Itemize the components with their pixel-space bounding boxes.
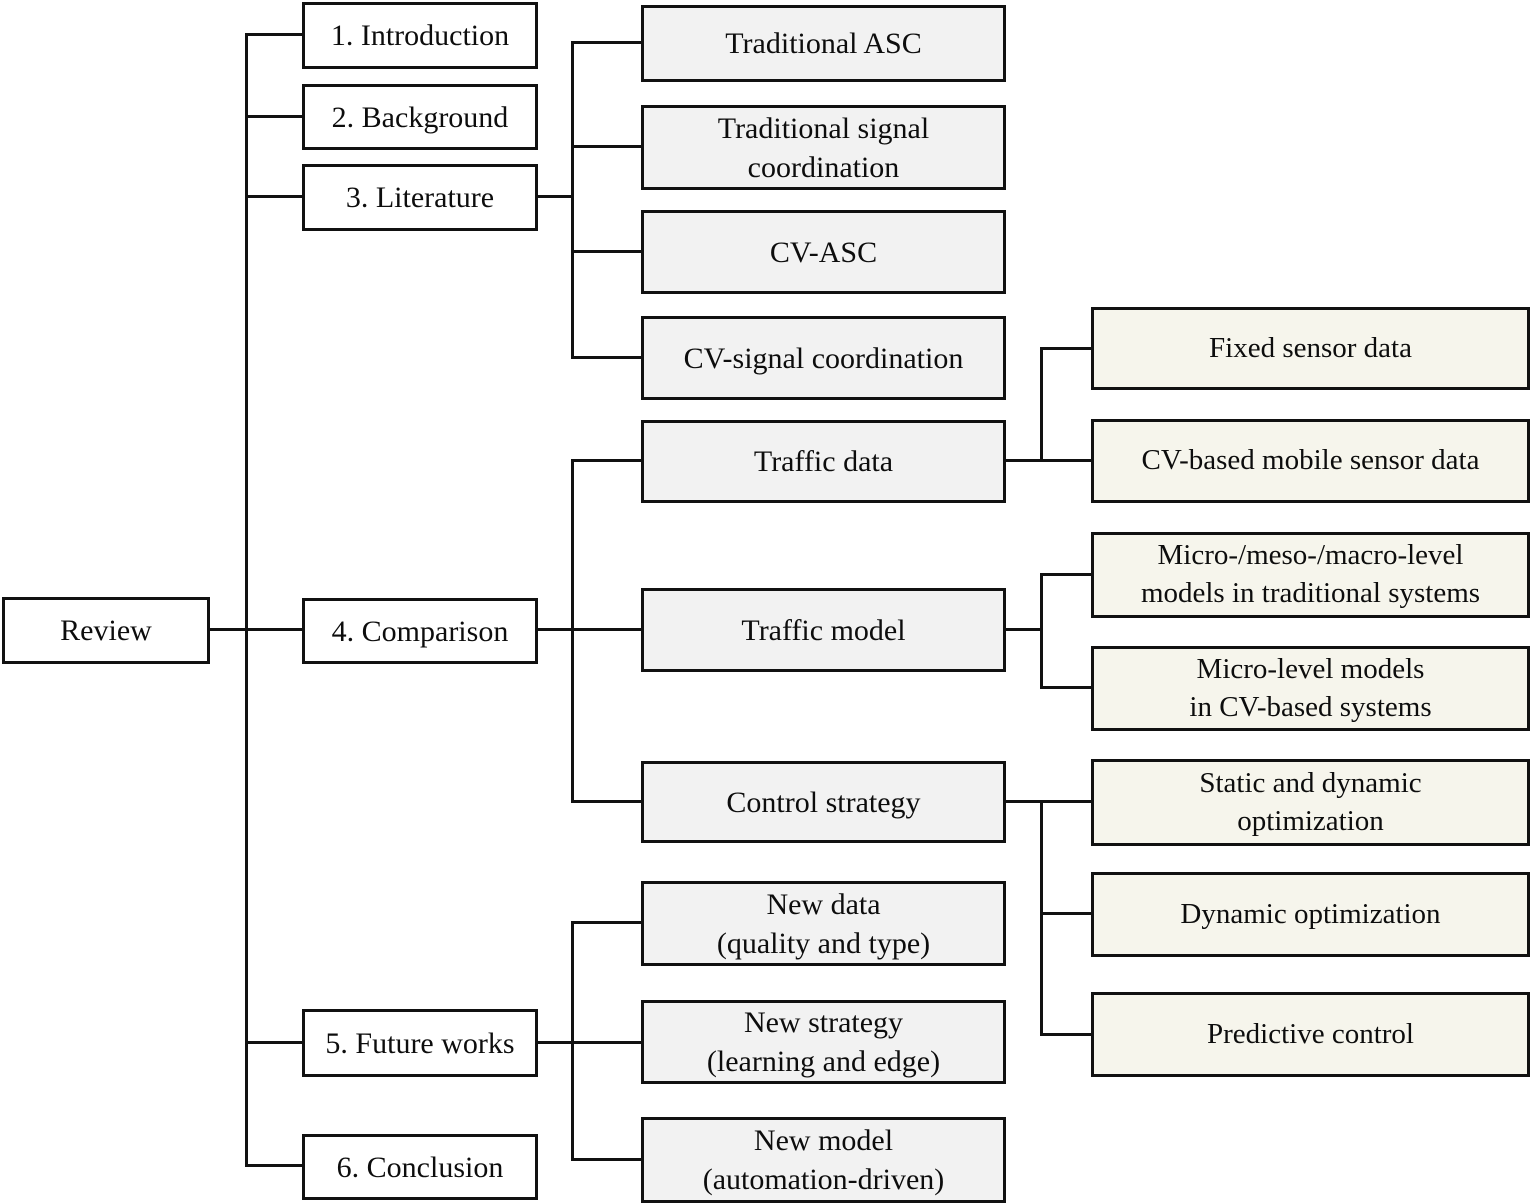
node-dynamic-optimization: Dynamic optimization	[1091, 872, 1530, 957]
connector-review-comparison	[208, 628, 304, 631]
connector-dynamic-optimization	[1040, 912, 1093, 915]
connector-literature-out	[535, 195, 574, 198]
node-static-and-dynamic-optimization: Static and dynamic optimization	[1091, 759, 1530, 846]
connector-traffic-data-out	[1004, 459, 1043, 462]
connector-control-strategy-out	[1004, 800, 1043, 803]
node-review: Review	[2, 597, 210, 664]
node-control-strategy: Control strategy	[641, 761, 1006, 843]
node-new-model: New model (automation-driven)	[641, 1117, 1006, 1203]
connector-comparison-traffic-data	[571, 459, 643, 462]
connector-cv-mobile-sensor	[1040, 459, 1093, 462]
node-traffic-model: Traffic model	[641, 588, 1006, 672]
node-conclusion: 6. Conclusion	[302, 1134, 538, 1200]
connector-literature-trunk	[571, 41, 574, 359]
connector-comparison-traffic-model	[571, 628, 643, 631]
connector-literature-cv-asc	[571, 250, 643, 253]
connector-literature-traditional-signal	[571, 145, 643, 148]
connector-micro-meso-macro	[1040, 573, 1093, 576]
connector-traffic-model-out	[1004, 628, 1043, 631]
connector-trunk-literature	[245, 195, 304, 198]
connector-trunk-conclusion	[245, 1164, 304, 1167]
connector-trunk-introduction	[245, 33, 304, 36]
node-background: 2. Background	[302, 84, 538, 150]
connector-new-data	[571, 921, 643, 924]
connector-fixed-sensor	[1040, 347, 1093, 350]
node-new-data: New data (quality and type)	[641, 881, 1006, 966]
connector-trunk-future-works	[245, 1041, 304, 1044]
connector-static-dynamic	[1040, 800, 1093, 803]
connector-new-strategy	[571, 1041, 643, 1044]
node-fixed-sensor-data: Fixed sensor data	[1091, 307, 1530, 390]
node-micro-meso-macro-models: Micro-/meso-/macro-level models in tradi…	[1091, 532, 1530, 618]
connector-traffic-data-trunk	[1040, 347, 1043, 462]
node-predictive-control: Predictive control	[1091, 992, 1530, 1077]
connector-traffic-model-trunk	[1040, 573, 1043, 689]
node-comparison: 4. Comparison	[302, 598, 538, 664]
node-micro-level-models-cv: Micro-level models in CV-based systems	[1091, 646, 1530, 731]
connector-predictive-control	[1040, 1033, 1093, 1036]
node-introduction: 1. Introduction	[302, 2, 538, 69]
node-cv-asc: CV-ASC	[641, 210, 1006, 294]
connector-literature-cv-signal	[571, 356, 643, 359]
node-literature: 3. Literature	[302, 164, 538, 231]
connector-comparison-trunk	[571, 459, 574, 803]
node-new-strategy: New strategy (learning and edge)	[641, 1000, 1006, 1084]
connector-main-trunk	[245, 33, 248, 1167]
connector-micro-level-cv	[1040, 686, 1093, 689]
node-traffic-data: Traffic data	[641, 420, 1006, 503]
connector-literature-traditional-asc	[571, 41, 643, 44]
node-traditional-signal-coordination: Traditional signal coordination	[641, 105, 1006, 190]
connector-comparison-out	[535, 628, 574, 631]
connector-trunk-background	[245, 115, 304, 118]
node-cv-signal-coordination: CV-signal coordination	[641, 316, 1006, 400]
connector-new-model	[571, 1158, 643, 1161]
connector-future-works-out	[535, 1041, 574, 1044]
connector-control-strategy-trunk	[1040, 800, 1043, 1036]
node-traditional-asc: Traditional ASC	[641, 5, 1006, 82]
node-future-works: 5. Future works	[302, 1009, 538, 1077]
node-cv-based-mobile-sensor-data: CV-based mobile sensor data	[1091, 419, 1530, 503]
connector-comparison-control-strategy	[571, 800, 643, 803]
